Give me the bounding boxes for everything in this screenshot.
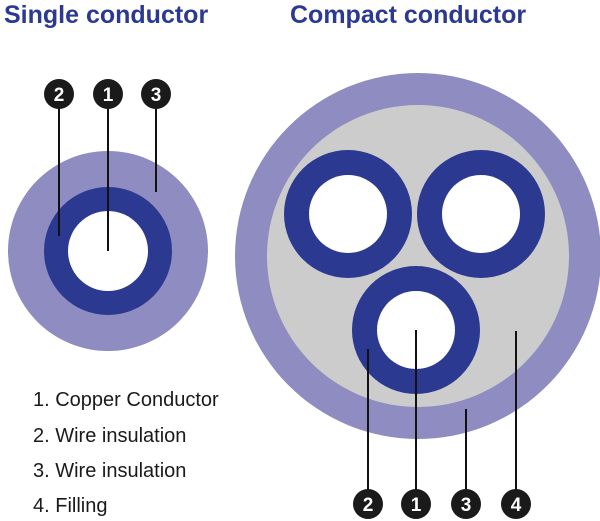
single-badge-3: 3 (141, 79, 171, 109)
compact-core-conductor (309, 175, 387, 253)
compact-conductor-title: Compact conductor (290, 1, 526, 29)
compact-badge-3-label: 3 (461, 495, 472, 516)
compact-badge-2: 2 (353, 489, 383, 519)
legend-item-3: 3. Wire insulation (33, 460, 186, 482)
single-badge-1-label: 1 (103, 85, 114, 106)
single-badge-2: 2 (44, 79, 74, 109)
single-badge-3-label: 3 (151, 85, 162, 106)
compact-badge-1-label: 1 (411, 495, 422, 516)
compact-badge-2-label: 2 (363, 495, 374, 516)
single-badge-1: 1 (93, 79, 123, 109)
single-conductor-title: Single conductor (4, 1, 208, 29)
legend: 1. Copper Conductor 2. Wire insulation 3… (33, 389, 219, 517)
compact-badge-1: 1 (401, 489, 431, 519)
compact-badge-4: 4 (501, 489, 531, 519)
single-badge-2-label: 2 (54, 85, 65, 106)
legend-item-2: 2. Wire insulation (33, 425, 186, 447)
legend-item-1: 1. Copper Conductor (33, 389, 219, 411)
legend-item-4: 4. Filling (33, 495, 107, 517)
compact-conductor-diagram: 2 1 3 4 (235, 73, 600, 519)
compact-core-conductor (442, 175, 520, 253)
single-conductor-diagram: 2 1 3 (8, 79, 208, 351)
compact-badge-3: 3 (451, 489, 481, 519)
compact-badge-4-label: 4 (511, 495, 522, 516)
